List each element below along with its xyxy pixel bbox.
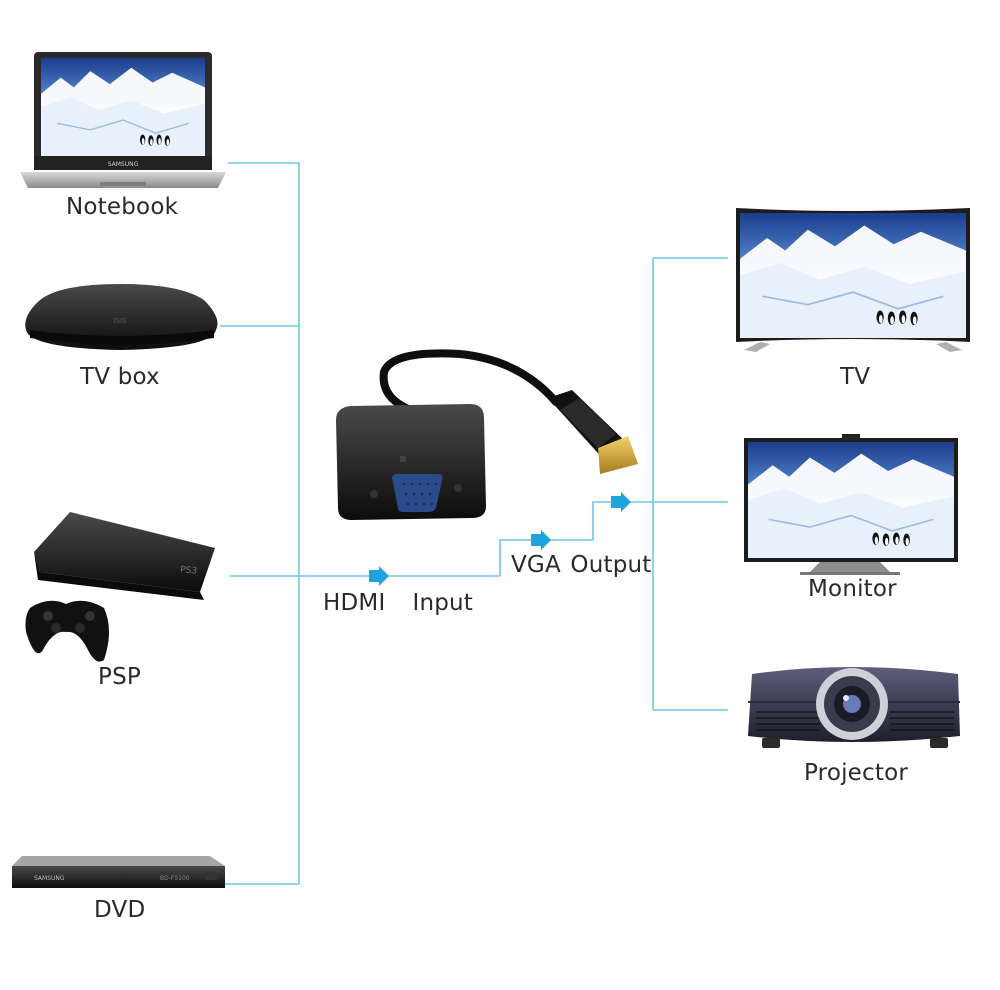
psp-label: PSP: [98, 664, 141, 690]
dvd-icon: SAMSUNG BD-F5100: [12, 856, 225, 888]
dvd-model-text: BD-F5100: [160, 875, 190, 882]
hdmi-input-label: HDMI Input: [323, 590, 474, 616]
monitor-icon: [744, 434, 958, 575]
notebook-brand-text: SAMSUNG: [108, 161, 139, 168]
psp-mark: PS3: [180, 565, 198, 577]
hdmi-vga-adapter-icon: [336, 349, 638, 520]
hdmi-arrow-icon: [369, 566, 389, 586]
notebook-icon: SAMSUNG: [20, 52, 226, 188]
output-arrow-icon: [611, 492, 631, 512]
projector-icon: [748, 667, 960, 748]
connector-lines: [220, 162, 728, 885]
dvd-brand-text: SAMSUNG: [34, 875, 65, 882]
tv-box-icon: ISIS: [25, 284, 218, 350]
vga-output-label: VGA Output: [511, 552, 652, 578]
psp-icon: PS3: [25, 512, 215, 662]
projector-label: Projector: [804, 760, 909, 786]
tv-box-mark: ISIS: [113, 317, 127, 325]
notebook-label: Notebook: [66, 194, 179, 220]
monitor-label: Monitor: [808, 576, 897, 602]
tv-icon: [736, 208, 970, 352]
tv-label: TV: [840, 364, 871, 390]
tv-box-label: TV box: [80, 364, 160, 390]
vga-arrow-icon: [531, 530, 551, 550]
dvd-label: DVD: [94, 897, 146, 923]
